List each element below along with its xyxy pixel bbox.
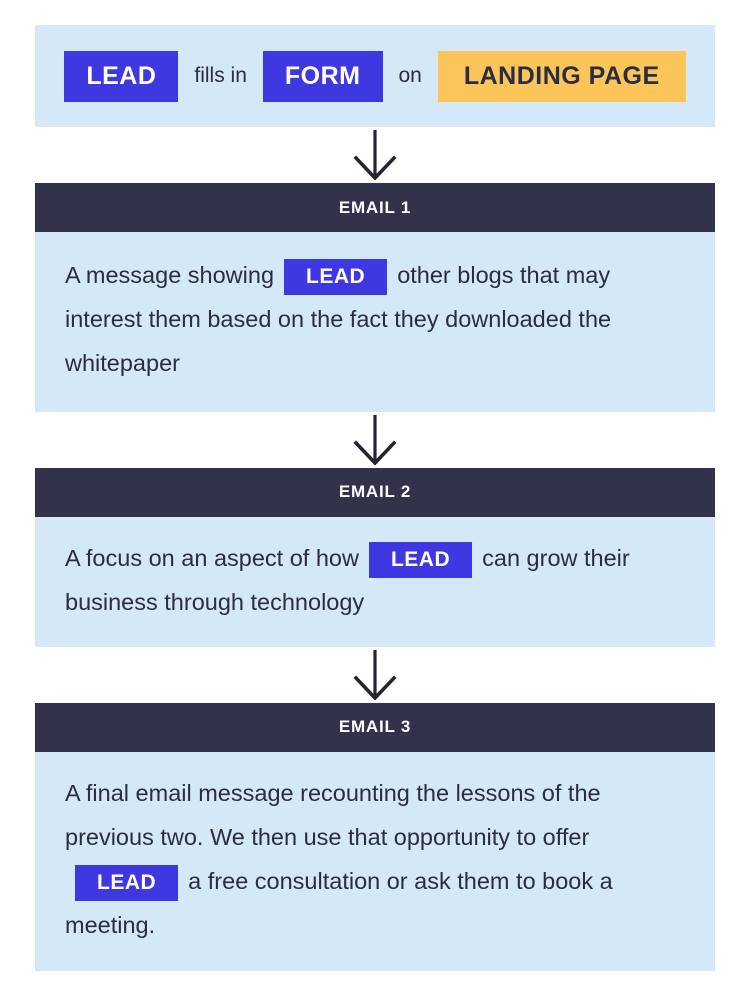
trigger-panel: LEAD fills in FORM on LANDING PAGE bbox=[35, 25, 715, 127]
flow-arrow-3 bbox=[35, 646, 715, 703]
connector-fills-in: fills in bbox=[194, 64, 247, 87]
down-arrow-icon bbox=[349, 414, 401, 465]
email-2-header: EMAIL 2 bbox=[35, 467, 715, 517]
chip-lead-email-1: LEAD bbox=[284, 259, 388, 296]
chip-lead-email-3: LEAD bbox=[75, 864, 179, 902]
connector-on: on bbox=[398, 64, 422, 87]
email-3-header: EMAIL 3 bbox=[35, 702, 715, 752]
email-1-text-before: A message showing bbox=[65, 262, 275, 288]
email-1-text-after: other blogs that may interest them based… bbox=[65, 262, 612, 376]
email-2-text-after: can grow their business through technolo… bbox=[65, 544, 630, 615]
down-arrow-icon bbox=[349, 130, 401, 180]
chip-form: FORM bbox=[262, 50, 383, 102]
email-3-text-before: A final email message recounting the les… bbox=[65, 779, 601, 850]
flow-arrow-1 bbox=[35, 127, 715, 183]
down-arrow-icon bbox=[349, 649, 401, 700]
email-2-text-before: A focus on an aspect of how bbox=[65, 544, 359, 571]
email-3-body: A final email message recounting the les… bbox=[35, 751, 715, 972]
chip-lead-trigger: LEAD bbox=[64, 50, 179, 102]
chip-landing-page: LANDING PAGE bbox=[437, 50, 686, 102]
email-1-header: EMAIL 1 bbox=[35, 183, 715, 232]
email-block-3: EMAIL 3 A final email message recounting… bbox=[35, 702, 715, 972]
chip-lead-email-2: LEAD bbox=[368, 541, 473, 579]
flow-arrow-2 bbox=[35, 411, 715, 468]
email-3-text-after: a free consultation or ask them to book … bbox=[65, 867, 613, 938]
